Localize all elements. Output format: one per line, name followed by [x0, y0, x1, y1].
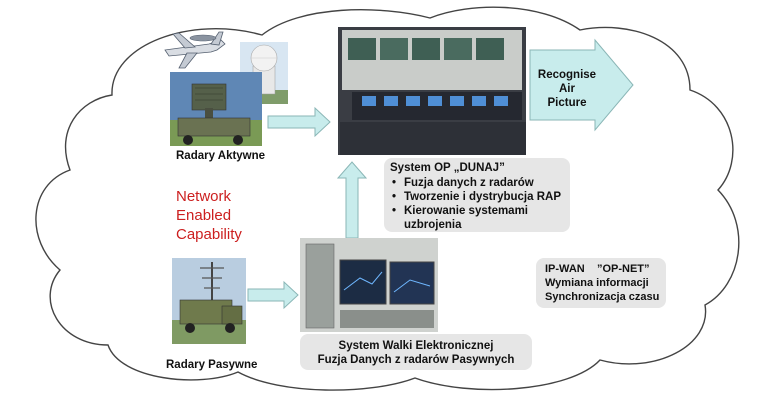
dunaj-bullets: Fuzja danych z radarów Tworzenie i dystr… — [390, 176, 568, 232]
aircraft-icon — [164, 31, 226, 69]
ipwan-text: IP-WAN ”OP-NET” Wymiana informacji Synch… — [545, 262, 665, 304]
ew-console-photo — [300, 238, 438, 332]
nec-line-capability: Capability — [176, 226, 242, 243]
radary-pasywne-label: Radary Pasywne — [166, 359, 258, 371]
rap-line-picture: Picture — [547, 97, 587, 109]
dunaj-bullet-weapons: Kierowanie systemami uzbrojenia — [392, 204, 568, 232]
ipwan-line-title: IP-WAN ”OP-NET” — [545, 263, 650, 275]
ipwan-box — [536, 258, 666, 308]
ew-line-fusion: Fuzja Danych z radarów Pasywnych — [317, 354, 515, 366]
arrow-ew-to-dunaj — [336, 161, 368, 239]
dunaj-title: System OP „DUNAJ” — [390, 162, 505, 174]
ipwan-line-exchange: Wymiana informacji — [545, 277, 649, 289]
arrow-passive-to-ew — [247, 280, 299, 310]
passive-radar-photo — [172, 258, 246, 344]
arrow-to-rap — [529, 38, 634, 132]
ew-box — [300, 334, 532, 370]
ew-line-system: System Walki Elektronicznej — [338, 340, 494, 352]
radome-photo — [240, 42, 288, 104]
dunaj-bullet-rap: Tworzenie i dystrybucja RAP — [392, 190, 568, 204]
radary-aktywne-label: Radary Aktywne — [176, 150, 266, 162]
rap-line-air: Air — [559, 83, 575, 95]
nec-line-enabled: Enabled — [176, 207, 232, 224]
control-room-photo — [338, 27, 526, 155]
rap-line-recognise: Recognise — [537, 69, 597, 81]
ipwan-line-sync: Synchronizacja czasu — [545, 291, 660, 303]
nec-label: Network Enabled Capability — [176, 187, 266, 244]
dunaj-bullet-fusion: Fuzja danych z radarów — [392, 176, 568, 190]
arrow-active-to-dunaj — [267, 106, 331, 138]
active-radar-photo — [170, 72, 262, 146]
rap-label: Recognise Air Picture — [532, 68, 602, 110]
ew-text: System Walki Elektronicznej Fuzja Danych… — [300, 339, 532, 367]
nec-line-network: Network — [176, 188, 232, 205]
dunaj-text: System OP „DUNAJ” Fuzja danych z radarów… — [390, 161, 568, 232]
